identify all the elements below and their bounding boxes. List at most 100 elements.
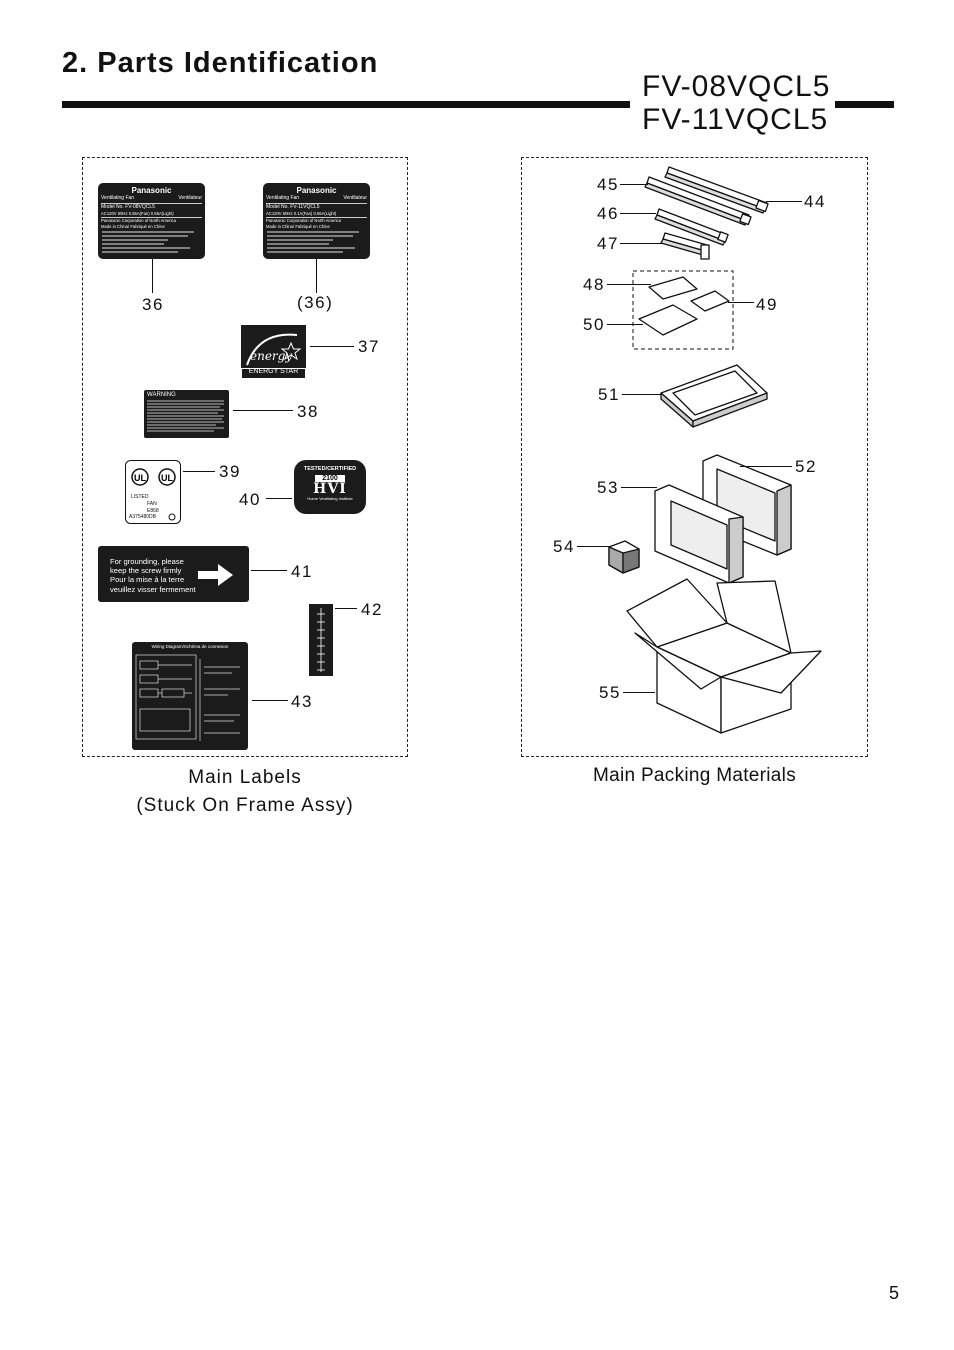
callout-40: 40 <box>239 490 261 509</box>
ul-text-listed: LISTED <box>131 494 149 500</box>
header-rule-left <box>62 101 630 108</box>
caption-line-1: Main Labels <box>188 767 302 788</box>
grounding-line-4: veuillez visser fermement <box>110 584 196 594</box>
company-text: Panasonic Corporation of North America <box>101 218 176 224</box>
wiring-title: Wiring Diagram/Schéma de connexion <box>151 644 229 649</box>
model-number-2: FV-11VQCL5 <box>642 103 829 136</box>
wiring-diagram-label: Wiring Diagram/Schéma de connexion <box>132 642 248 750</box>
leader-44 <box>766 201 802 202</box>
label-fine-print <box>102 231 194 253</box>
leader-53 <box>621 487 657 488</box>
svg-text:UL: UL <box>134 473 146 483</box>
grounding-label: For grounding, please keep the screw fir… <box>98 546 249 602</box>
leader-39 <box>183 471 215 472</box>
warning-label: WARNING <box>144 390 229 438</box>
callout-44: 44 <box>804 192 826 211</box>
company-text: Panasonic Corporation of North America <box>266 218 341 224</box>
brand-logo: Panasonic <box>131 186 172 195</box>
energy-star-text: ENERGY STAR <box>248 368 299 375</box>
label-fine-print <box>267 231 359 253</box>
grounding-line-2: keep the screw firmly <box>110 566 182 576</box>
callout-47: 47 <box>597 234 619 253</box>
wiring-schematic <box>135 654 240 741</box>
callout-49: 49 <box>756 295 778 314</box>
model-value: FV-11VQCL5 <box>290 204 320 211</box>
made-in-text: Made in China/ Fabriqué en Chine <box>266 223 330 229</box>
leader-48 <box>607 284 651 285</box>
leader-38 <box>233 410 293 411</box>
scale-label <box>309 604 333 676</box>
product-type: Ventilating Fan <box>266 195 300 201</box>
grounding-line-1: For grounding, please <box>110 557 184 566</box>
packing-materials-caption: Main Packing Materials <box>592 765 796 786</box>
warning-title: WARNING <box>147 392 176 398</box>
model-number-1: FV-08VQCL5 <box>642 70 831 103</box>
ul-listed-label: UL UL <box>125 460 181 524</box>
leader-46 <box>620 213 656 214</box>
callout-41: 41 <box>291 562 313 581</box>
leader-47 <box>620 243 662 244</box>
section-title: 2. Parts Identification <box>62 47 379 79</box>
callout-52: 52 <box>795 457 817 476</box>
leader-51 <box>622 394 662 395</box>
leader-43 <box>252 700 288 701</box>
ul-text-code: E868 <box>147 508 159 514</box>
callout-54: 54 <box>553 537 575 556</box>
product-type: Ventilating Fan <box>101 195 135 201</box>
rating-label-fv11: Panasonic Ventilating Fan Ventilateur Mod… <box>263 183 370 259</box>
hvi-logo: HVI <box>313 481 347 497</box>
callout-46: 46 <box>597 204 619 223</box>
leader-41 <box>251 570 287 571</box>
callout-51: 51 <box>598 385 620 404</box>
rating-label-fv08: Panasonic Ventilating Fan Ventilateur Mod… <box>98 183 205 259</box>
energy-star-label: energy <box>241 325 306 379</box>
svg-text:UL: UL <box>161 473 173 483</box>
leader-49 <box>728 302 754 303</box>
ul-text-serial: A375480DB <box>129 514 156 520</box>
callout-37: 37 <box>358 337 380 356</box>
callout-48: 48 <box>583 275 605 294</box>
product-type-fr: Ventilateur <box>343 195 367 201</box>
rating-text: AC120V 60Hz 0.1A(Fan) 0.55A(Light) <box>266 210 337 216</box>
leader-40 <box>266 498 292 499</box>
callout-38: 38 <box>297 402 319 421</box>
callout-53: 53 <box>597 478 619 497</box>
packing-materials-panel <box>521 157 868 757</box>
arrow-right-icon <box>198 564 233 586</box>
leader-37 <box>310 346 354 347</box>
brand-logo: Panasonic <box>296 186 337 195</box>
hvi-bottom-text: Home Ventilating Institute <box>307 496 353 501</box>
leader-55 <box>623 692 655 693</box>
header-rule-right <box>835 101 894 108</box>
callout-43: 43 <box>291 692 313 711</box>
packing-drawings <box>608 166 822 734</box>
model-label: Model No. <box>266 204 289 211</box>
rating-text: AC120V 60Hz 0.55A(Fan) 0.55A(Light) <box>101 210 174 216</box>
hvi-number: 2100 <box>315 475 345 482</box>
model-label: Model No. <box>101 204 124 211</box>
callout-50: 50 <box>583 315 605 334</box>
leader-54 <box>577 546 609 547</box>
svg-text:energy: energy <box>250 349 292 363</box>
main-labels-panel <box>82 157 408 757</box>
leader-36 <box>152 259 153 293</box>
hvi-top-text: TESTED/CERTIFIED <box>303 466 357 472</box>
leader-42 <box>335 608 357 609</box>
main-labels-caption: Main Labels (Stuck On Frame Assy) <box>82 764 408 820</box>
grounding-line-3: Pour la mise à la terre <box>110 575 185 585</box>
made-in-text: Made in China/ Fabriqué en Chine <box>101 223 165 229</box>
hvi-certified-label: TESTED/CERTIFIED 2100 HVI Home Ventilati… <box>294 460 366 514</box>
callout-36: 36 <box>142 295 164 314</box>
leader-50 <box>607 324 643 325</box>
leader-36b <box>316 259 317 293</box>
model-value: FV-08VQCL5 <box>125 204 155 211</box>
page-number: 5 <box>889 1283 900 1303</box>
caption-line-2: (Stuck On Frame Assy) <box>136 795 354 816</box>
leader-45 <box>620 184 648 185</box>
callout-45: 45 <box>597 175 619 194</box>
product-type-fr: Ventilateur <box>178 195 202 201</box>
ul-text-fan: FAN <box>147 501 157 507</box>
callout-36b: (36) <box>297 293 334 312</box>
callout-42: 42 <box>361 600 383 619</box>
leader-52 <box>740 466 792 467</box>
